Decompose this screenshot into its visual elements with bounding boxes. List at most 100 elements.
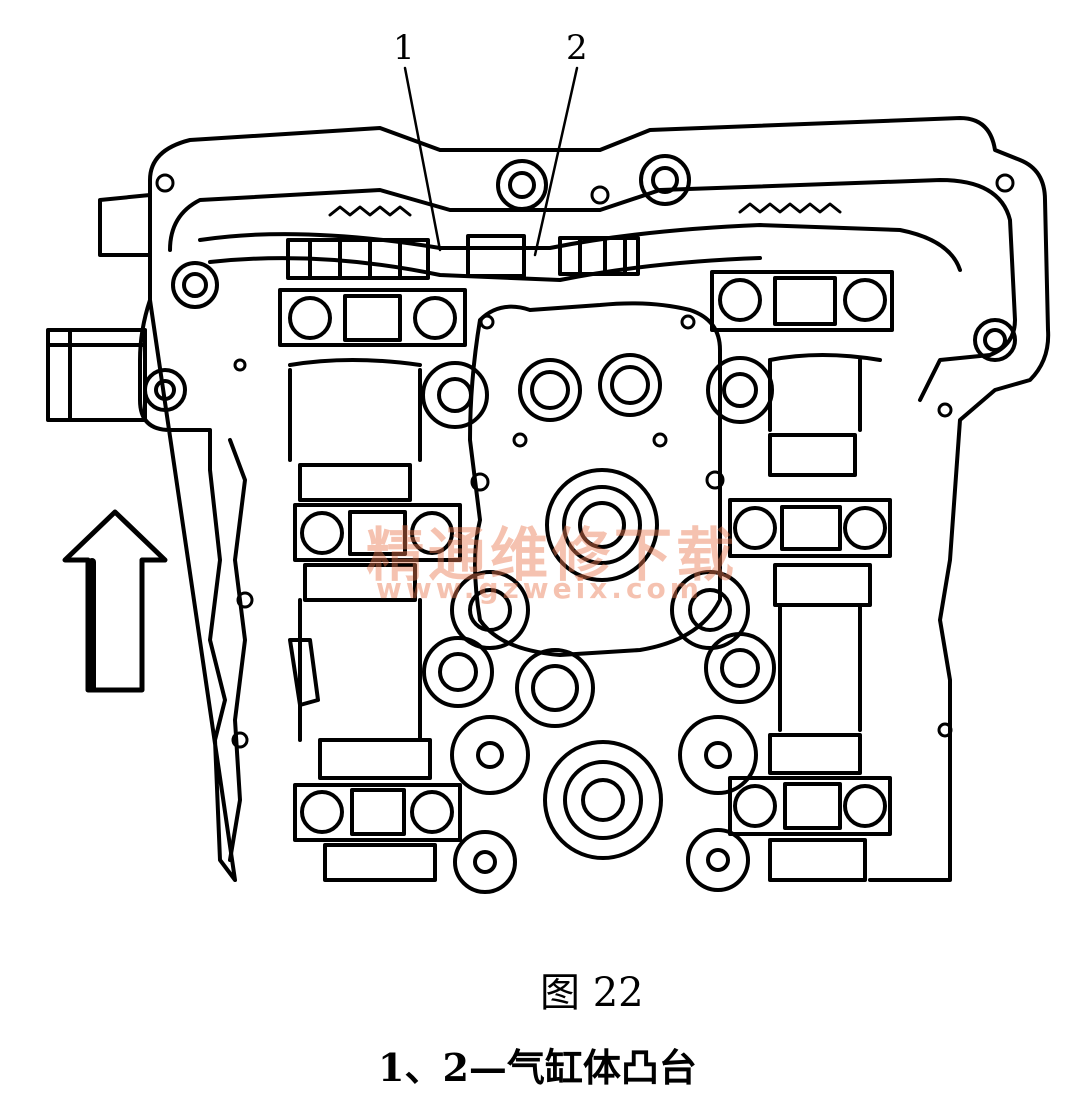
corner-bolt-top-right (973, 318, 1017, 362)
valve-boss-inner (720, 648, 760, 688)
top-pulley-left-hub (508, 171, 536, 199)
valve-boss (421, 361, 489, 429)
valve-boss-inner (476, 741, 504, 769)
central-boss (545, 468, 659, 582)
small-holes (155, 173, 1015, 749)
cylinder-head-outline (138, 116, 1051, 882)
valve-boss-inner (704, 741, 732, 769)
small-hole (231, 731, 249, 749)
valve-boss (670, 570, 750, 650)
valve-boss (450, 715, 530, 795)
valve-boss-inner (688, 588, 732, 632)
corner-bolt-top-left-hole (182, 272, 208, 298)
bearing-cap (728, 776, 892, 836)
valve-boss-inner (610, 365, 650, 405)
valve-boss (515, 648, 595, 728)
valve-boss (686, 828, 750, 892)
cap-bolt (843, 506, 887, 550)
cap-bolt (733, 506, 777, 550)
small-hole (652, 432, 668, 448)
valve-boss-inner (531, 664, 579, 712)
cap-bolt (843, 784, 887, 828)
small-hole (937, 402, 953, 418)
bearing-cap (293, 503, 462, 562)
lower-central-boss-hole (581, 778, 625, 822)
small-hole (470, 472, 490, 492)
cap-center (343, 294, 402, 342)
callout-1-label: 1 (393, 28, 415, 68)
boss-block-left (286, 238, 430, 280)
small-hole (479, 314, 495, 330)
inlet-pipe (46, 328, 147, 422)
valve-boss-inner (473, 850, 497, 874)
inlet-pipe-rim (46, 328, 147, 422)
cap-center (783, 782, 842, 830)
valve-boss (706, 356, 774, 424)
camshaft-left-journal (288, 358, 422, 367)
cap-center (773, 276, 837, 326)
cap-bolt (288, 296, 332, 340)
camshaft-lobe (303, 563, 417, 602)
figure-caption: 1、2—气缸体凸台 (378, 1045, 697, 1090)
central-plate (468, 301, 722, 657)
valve-boss-inner (706, 848, 730, 872)
callout-2-label: 2 (566, 28, 588, 68)
watermark-url: www.gzweix.com (376, 572, 703, 605)
top-spring-left (328, 205, 412, 217)
cap-center (350, 788, 406, 836)
small-hole (590, 185, 610, 205)
camshaft-lobe (768, 433, 857, 477)
valve-boss (453, 830, 517, 894)
left-upper-tab (98, 193, 152, 257)
top-pulley-right (639, 154, 691, 206)
cap-center (348, 510, 407, 556)
valve-boss-inner (437, 377, 473, 413)
top-pulley-right-hub (651, 166, 679, 194)
top-spring-right (738, 202, 842, 214)
valve-boss (678, 715, 758, 795)
small-hole (512, 432, 528, 448)
cap-bolt (733, 784, 777, 828)
valve-boss-inner (438, 652, 478, 692)
bearing-cap (278, 288, 467, 347)
valve-boss (598, 353, 662, 417)
valve-boss (450, 570, 530, 650)
bearing-cap (293, 783, 462, 842)
cap-bolt (410, 511, 454, 555)
callout-2-leader (533, 66, 579, 257)
valve-boss (518, 358, 582, 422)
cap-center (780, 505, 842, 551)
lower-central-boss-ring (563, 760, 643, 840)
camshaft-left-shaft (288, 368, 422, 742)
lower-central-boss (543, 740, 663, 860)
valve-boss (422, 636, 494, 708)
side-bolt-left (143, 368, 187, 412)
side-bolt-left-hole (154, 379, 176, 401)
top-pulley-left (496, 159, 548, 211)
boss-block-left-ribs (308, 238, 402, 280)
boss-2-ribs (578, 236, 627, 276)
camshaft-right-journal (768, 353, 882, 362)
small-hole (680, 314, 696, 330)
small-hole (155, 173, 175, 193)
boss-2 (558, 236, 640, 276)
camshaft-lobe (768, 838, 867, 882)
small-hole (233, 358, 247, 372)
central-boss-hole (578, 501, 626, 549)
cap-bolt (300, 790, 344, 834)
small-hole (937, 722, 953, 738)
watermark-text: 精通维修下载 (366, 521, 739, 589)
camshaft-lobe (298, 463, 412, 502)
valve-boss-inner (530, 370, 570, 410)
left-wall-channel (228, 438, 247, 862)
central-boss-ring (562, 485, 642, 565)
camshaft-lobe (773, 563, 872, 607)
right-camshaft-caps (710, 270, 894, 882)
housing-inner-edge (168, 178, 1017, 402)
small-hole (705, 470, 725, 490)
boss-1 (466, 234, 526, 278)
bearing-cap (710, 270, 894, 332)
upper-chain-channel-lower (208, 256, 762, 282)
left-wall-pocket (288, 638, 320, 707)
